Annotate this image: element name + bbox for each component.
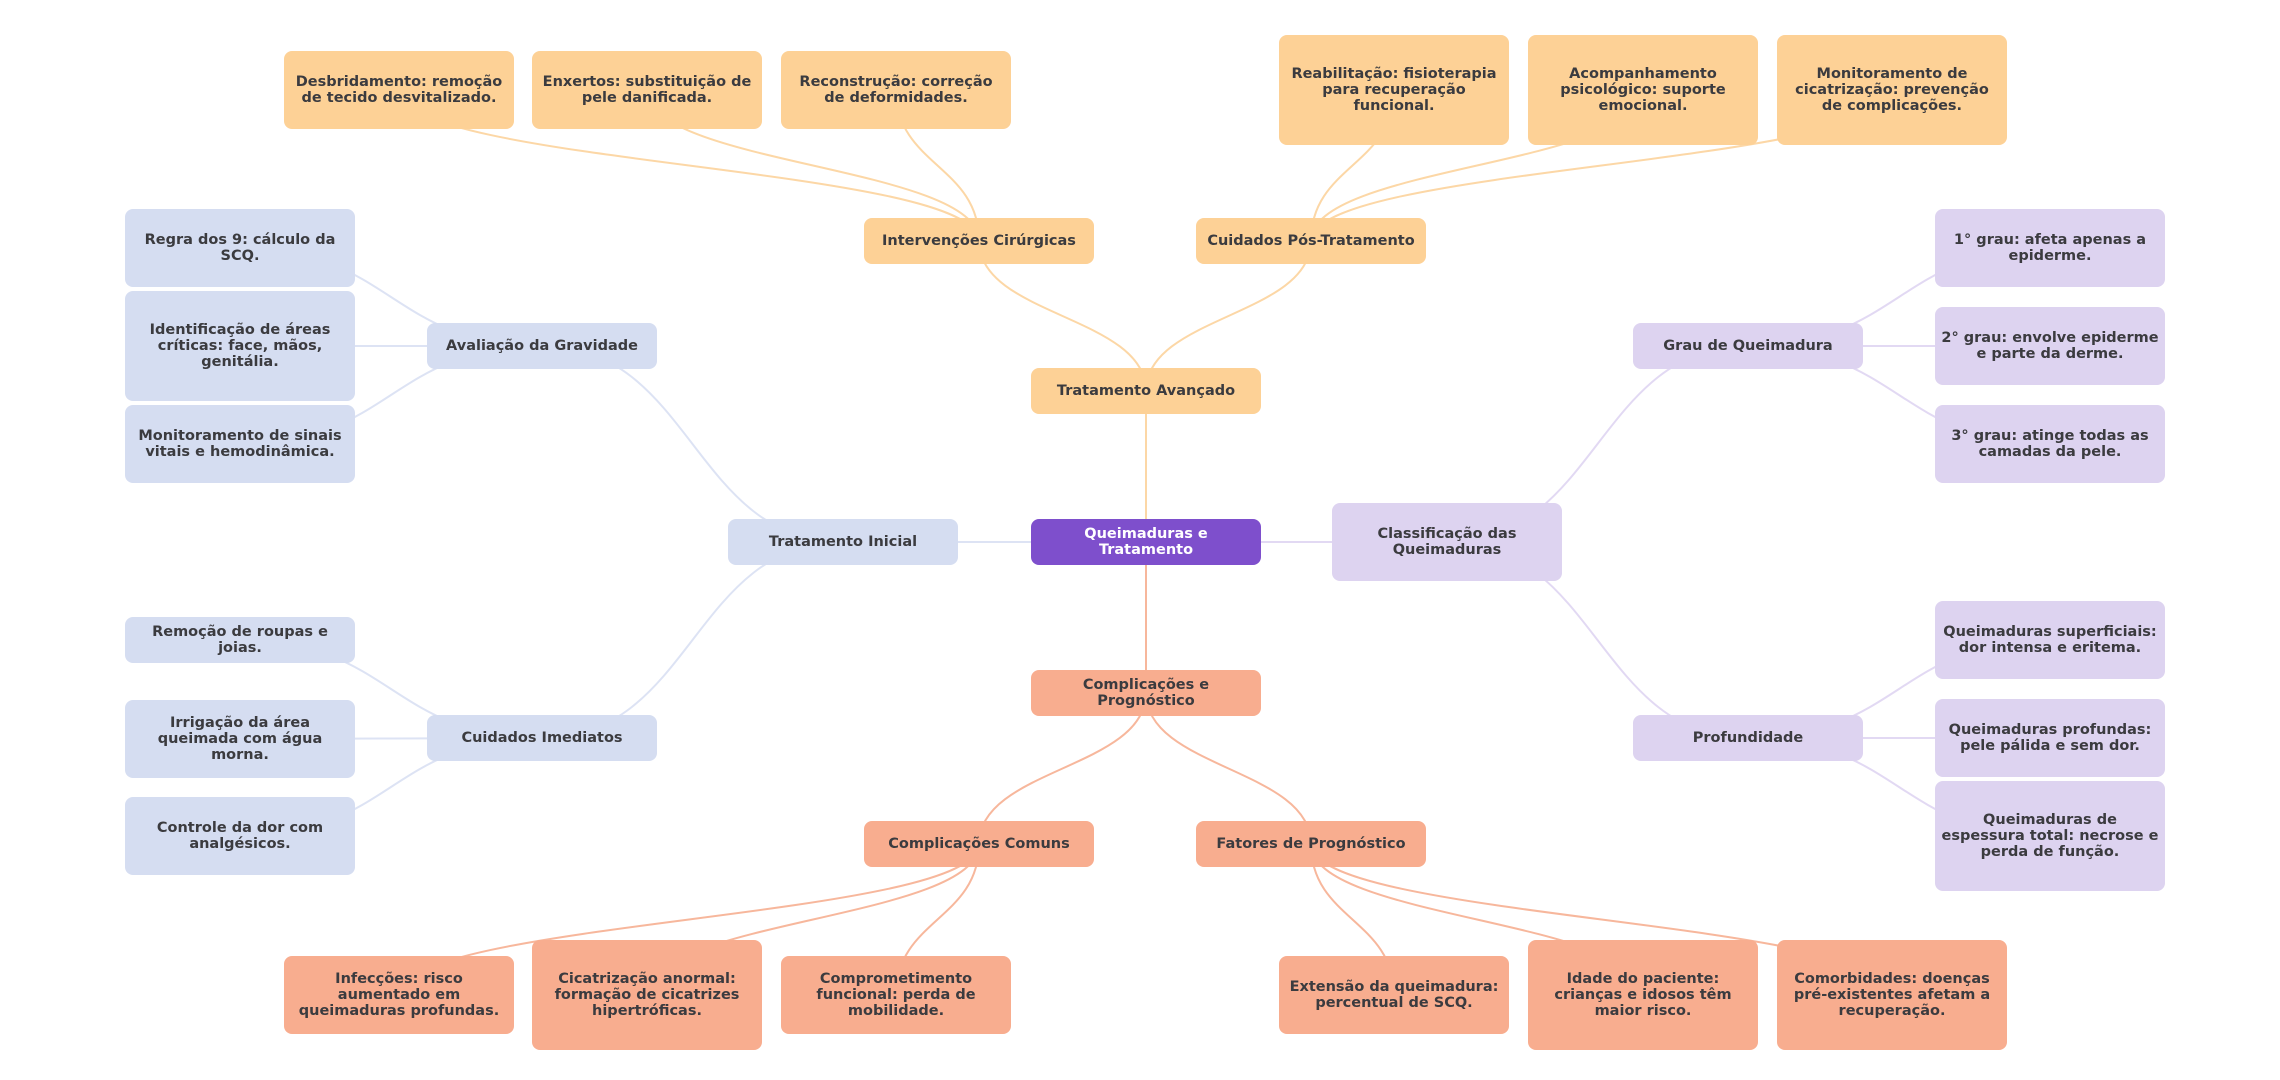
leaf-label: Idade do paciente: crianças e idosos têm… [1554, 971, 1732, 1019]
leaf-label: Desbridamento: remoção de tecido desvita… [295, 74, 503, 106]
subbranch-label: Cuidados Imediatos [461, 730, 623, 746]
subbranch-label: Complicações Comuns [888, 836, 1070, 852]
leaf-label: Infecções: risco aumentado em queimadura… [298, 971, 500, 1019]
leaf-espessura-total[interactable]: Queimaduras de espessura total: necrose … [1935, 781, 2165, 891]
leaf-label: Monitoramento de cicatrização: prevenção… [1795, 66, 1989, 114]
leaf-comprometimento-funcional[interactable]: Comprometimento funcional: perda de mobi… [781, 956, 1011, 1034]
subbranch-avaliacao-gravidade[interactable]: Avaliação da Gravidade [427, 323, 657, 369]
leaf-label: Enxertos: substituição de pele danificad… [542, 74, 752, 106]
subbranch-grau-queimadura[interactable]: Grau de Queimadura [1633, 323, 1863, 369]
branch-label: Tratamento Inicial [768, 534, 918, 550]
subbranch-fatores-prognostico[interactable]: Fatores de Prognóstico [1196, 821, 1426, 867]
leaf-monitoramento-sinais-vitais[interactable]: Monitoramento de sinais vitais e hemodin… [125, 405, 355, 483]
leaf-controle-dor[interactable]: Controle da dor com analgésicos. [125, 797, 355, 875]
branch-label: Classificação das Queimaduras [1377, 526, 1517, 558]
subbranch-cuidados-imediatos[interactable]: Cuidados Imediatos [427, 715, 657, 761]
leaf-comorbidades[interactable]: Comorbidades: doenças pré-existentes afe… [1777, 940, 2007, 1050]
leaf-queimaduras-profundas[interactable]: Queimaduras profundas: pele pálida e sem… [1935, 699, 2165, 777]
subbranch-label: Fatores de Prognóstico [1216, 836, 1406, 852]
leaf-regra-dos-9[interactable]: Regra dos 9: cálculo da SCQ. [125, 209, 355, 287]
connector-branch-subbranch [978, 240, 1147, 392]
branch-label: Tratamento Avançado [1056, 383, 1236, 399]
leaf-desbridamento[interactable]: Desbridamento: remoção de tecido desvita… [284, 51, 514, 129]
leaf-label: Remoção de roupas e joias. [152, 624, 328, 656]
leaf-label: Identificação de áreas críticas: face, m… [149, 322, 331, 370]
leaf-identificacao-areas-criticas[interactable]: Identificação de áreas críticas: face, m… [125, 291, 355, 401]
leaf-label: Irrigação da área queimada com água morn… [157, 715, 323, 763]
leaf-label: Queimaduras profundas: pele pálida e sem… [1948, 722, 2152, 754]
leaf-label: Reabilitação: fisioterapia para recupera… [1291, 66, 1497, 114]
leaf-label: Queimaduras de espessura total: necrose … [1941, 812, 2159, 860]
leaf-irrigacao[interactable]: Irrigação da área queimada com água morn… [125, 700, 355, 778]
branch-label: Complicações e Prognóstico [1082, 677, 1210, 709]
leaf-reabilitacao[interactable]: Reabilitação: fisioterapia para recupera… [1279, 35, 1509, 145]
branch-classificacao[interactable]: Classificação das Queimaduras [1332, 503, 1562, 581]
leaf-label: Acompanhamento psicológico: suporte emoc… [1560, 66, 1726, 114]
subbranch-label: Avaliação da Gravidade [446, 338, 638, 354]
connector-branch-subbranch [1145, 692, 1312, 845]
leaf-idade-paciente[interactable]: Idade do paciente: crianças e idosos têm… [1528, 940, 1758, 1050]
subbranch-complicacoes-comuns[interactable]: Complicações Comuns [864, 821, 1094, 867]
connector-branch-subbranch [541, 541, 844, 739]
branch-tratamento-inicial[interactable]: Tratamento Inicial [728, 519, 958, 565]
subbranch-label: Cuidados Pós-Tratamento [1207, 233, 1415, 249]
leaf-label: Comorbidades: doenças pré-existentes afe… [1793, 971, 1991, 1019]
leaf-extensao-queimadura[interactable]: Extensão da queimadura: percentual de SC… [1279, 956, 1509, 1034]
leaf-segundo-grau[interactable]: 2° grau: envolve epiderme e parte da der… [1935, 307, 2165, 385]
root-node-label: Queimaduras e Tratamento [1084, 526, 1208, 558]
connector-branch-subbranch [541, 345, 844, 543]
leaf-enxertos[interactable]: Enxertos: substituição de pele danificad… [532, 51, 762, 129]
subbranch-cuidados-pos-tratamento[interactable]: Cuidados Pós-Tratamento [1196, 218, 1426, 264]
leaf-label: 3° grau: atinge todas as camadas da pele… [1951, 428, 2149, 460]
branch-tratamento-avancado[interactable]: Tratamento Avançado [1031, 368, 1261, 414]
leaf-cicatrizacao-anormal[interactable]: Cicatrização anormal: formação de cicatr… [532, 940, 762, 1050]
leaf-queimaduras-superficiais[interactable]: Queimaduras superficiais: dor intensa e … [1935, 601, 2165, 679]
branch-complicacoes-prognostico[interactable]: Complicações e Prognóstico [1031, 670, 1261, 716]
leaf-reconstrucao[interactable]: Reconstrução: correção de deformidades. [781, 51, 1011, 129]
subbranch-label: Intervenções Cirúrgicas [882, 233, 1076, 249]
leaf-label: Cicatrização anormal: formação de cicatr… [554, 971, 740, 1019]
subbranch-intervencoes-cirurgicas[interactable]: Intervenções Cirúrgicas [864, 218, 1094, 264]
leaf-primeiro-grau[interactable]: 1° grau: afeta apenas a epiderme. [1935, 209, 2165, 287]
connector-branch-subbranch [1145, 240, 1312, 392]
subbranch-profundidade[interactable]: Profundidade [1633, 715, 1863, 761]
leaf-acompanhamento-psicologico[interactable]: Acompanhamento psicológico: suporte emoc… [1528, 35, 1758, 145]
leaf-terceiro-grau[interactable]: 3° grau: atinge todas as camadas da pele… [1935, 405, 2165, 483]
leaf-monitoramento-cicatrizacao[interactable]: Monitoramento de cicatrização: prevenção… [1777, 35, 2007, 145]
root-node[interactable]: Queimaduras e Tratamento [1031, 519, 1261, 565]
leaf-label: 2° grau: envolve epiderme e parte da der… [1941, 330, 2159, 362]
leaf-label: Queimaduras superficiais: dor intensa e … [1943, 624, 2157, 656]
subbranch-label: Grau de Queimadura [1663, 338, 1833, 354]
leaf-label: Reconstrução: correção de deformidades. [799, 74, 993, 106]
connector-branch-subbranch [978, 692, 1147, 845]
leaf-label: Controle da dor com analgésicos. [156, 820, 324, 852]
leaf-label: Monitoramento de sinais vitais e hemodin… [138, 428, 342, 460]
leaf-label: Extensão da queimadura: percentual de SC… [1289, 979, 1499, 1011]
leaf-label: Regra dos 9: cálculo da SCQ. [144, 232, 336, 264]
leaf-label: 1° grau: afeta apenas a epiderme. [1953, 232, 2147, 264]
leaf-label: Comprometimento funcional: perda de mobi… [816, 971, 976, 1019]
leaf-infeccoes[interactable]: Infecções: risco aumentado em queimadura… [284, 956, 514, 1034]
leaf-remocao-roupas[interactable]: Remoção de roupas e joias. [125, 617, 355, 663]
subbranch-label: Profundidade [1692, 730, 1804, 746]
